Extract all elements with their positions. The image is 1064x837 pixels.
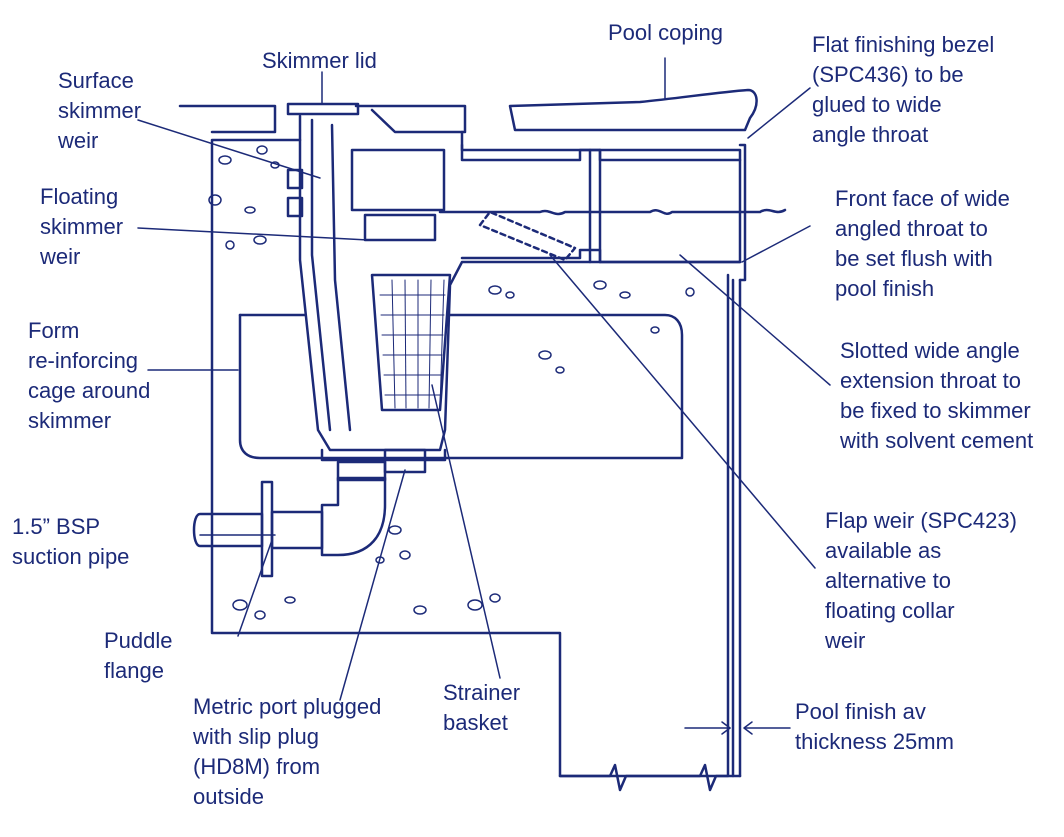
pool-coping <box>508 88 758 132</box>
label-flat-finishing-bezel: Flat finishing bezel (SPC436) to be glue… <box>812 32 995 147</box>
skimmer-inner-wall-2 <box>330 123 352 432</box>
suction-pipe <box>192 512 264 548</box>
finish-arrow-right <box>743 721 753 735</box>
water-line <box>438 208 787 216</box>
lid-rim <box>354 104 467 134</box>
label-surface-skimmer-weir: Surface skimmer weir <box>58 68 142 153</box>
label-metric-port: Metric port plugged with slip plug (HD8M… <box>193 694 382 809</box>
label-pool-finish: Pool finish av thickness 25mm <box>795 699 954 754</box>
ground-line-left <box>178 104 277 134</box>
label-puddle-flange: Puddle flange <box>104 628 173 683</box>
break-line-bottom <box>558 763 742 792</box>
pool-finish-wall <box>731 278 742 778</box>
throat-divider <box>588 148 602 264</box>
strainer-mesh <box>379 279 446 409</box>
reinforcing-cage <box>238 313 684 460</box>
label-skimmer-lid: Skimmer lid <box>262 48 377 73</box>
pipe-elbow <box>320 476 387 557</box>
pipe-section <box>270 510 324 550</box>
label-pool-coping: Pool coping <box>608 20 723 45</box>
label-strainer-basket: Strainer basket <box>443 680 521 735</box>
leader-lines <box>137 57 831 729</box>
floating-weir <box>363 213 437 242</box>
flap-weir <box>478 210 577 262</box>
skimmer-body <box>298 114 742 452</box>
weir-clip-2 <box>286 196 304 218</box>
label-front-face: Front face of wide angled throat to be s… <box>835 186 1010 301</box>
label-slotted-throat: Slotted wide angle extension throat to b… <box>840 338 1034 453</box>
label-flap-weir: Flap weir (SPC423) available as alternat… <box>825 508 1017 653</box>
surface-weir-housing <box>350 148 446 212</box>
strainer-basket <box>370 273 452 412</box>
label-floating-skimmer-weir: Floating skimmer weir <box>40 184 124 269</box>
concrete-aggregate <box>208 145 695 620</box>
label-suction-pipe: 1.5” BSP suction pipe <box>12 514 130 569</box>
skimmer-lid <box>286 102 360 116</box>
skimmer-inner-wall <box>310 118 332 432</box>
finish-arrow-left <box>721 721 731 735</box>
skimmer-neck <box>320 448 447 462</box>
label-form-cage: Form re-inforcing cage around skimmer <box>28 318 151 433</box>
